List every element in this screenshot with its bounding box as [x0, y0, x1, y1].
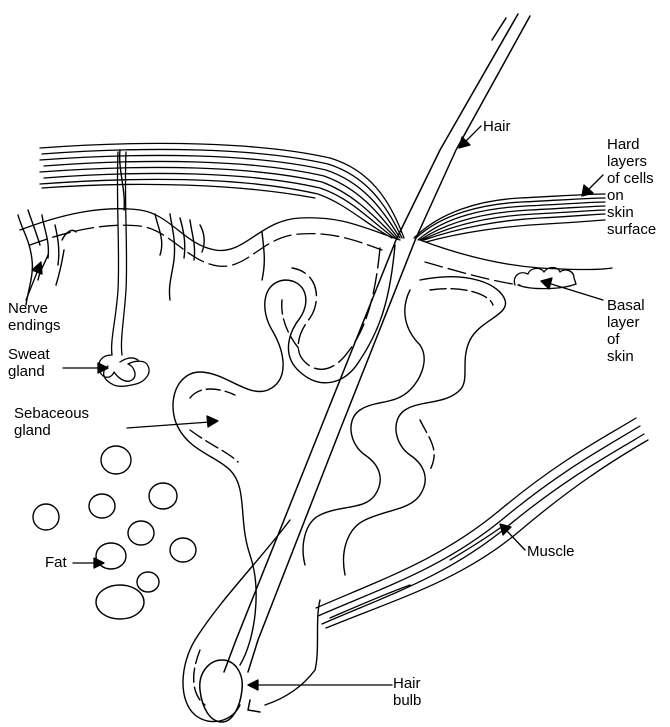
epidermis-right — [420, 240, 612, 285]
label-muscle: Muscle — [527, 543, 575, 560]
label-nerve-endings: Nerve endings — [8, 300, 61, 334]
sebaceous-gland-left — [173, 245, 395, 665]
fat-cells — [33, 446, 196, 619]
label-basal-layer: Basal layer of skin — [607, 297, 645, 365]
hair-follicle — [183, 520, 320, 722]
epidermis-left — [20, 209, 400, 267]
label-hard-layers: Hard layers of cells on skin surface — [607, 136, 656, 238]
label-sebaceous-gland: Sebaceous gland — [14, 405, 89, 439]
label-hair: Hair — [483, 118, 511, 135]
label-sweat-gland: Sweat gland — [8, 346, 50, 380]
label-hair-bulb: Hair bulb — [393, 675, 421, 709]
hair-bulb — [200, 660, 242, 722]
hard-layers-right — [414, 194, 605, 242]
sweat-gland — [99, 152, 150, 386]
label-fat: Fat — [45, 554, 67, 571]
hard-layers-left — [40, 143, 404, 238]
muscle — [316, 418, 648, 628]
sebaceous-gland-right — [303, 277, 505, 575]
